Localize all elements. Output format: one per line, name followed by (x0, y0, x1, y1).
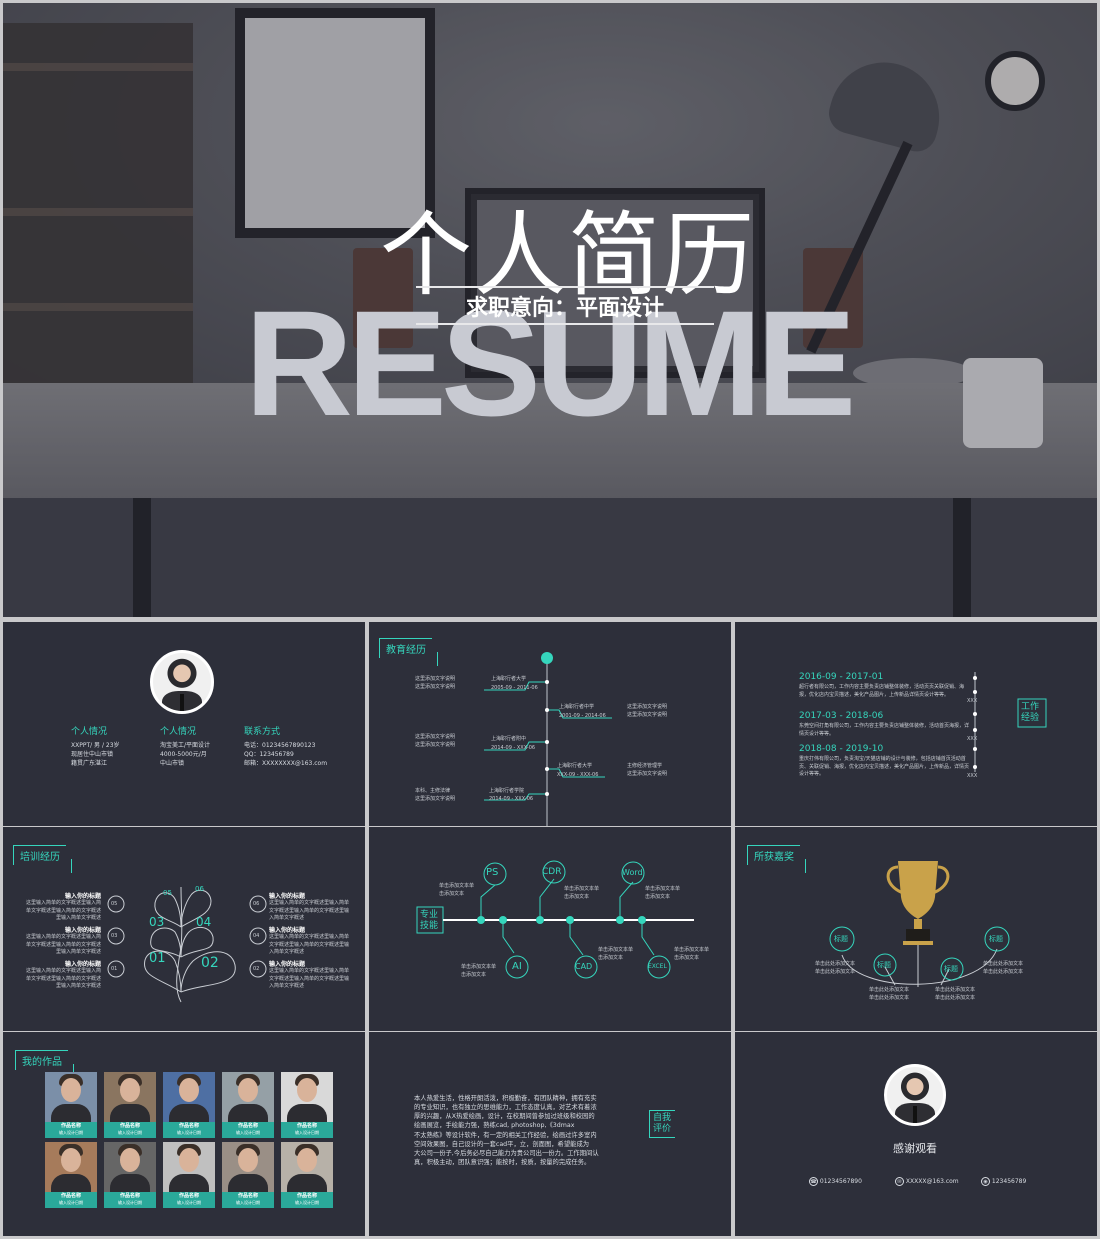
evaluation-line: 绘画展览，手绘能力强，熟练cad, photoshop,《3dmax (414, 1122, 575, 1130)
divider (416, 323, 714, 325)
evaluation-line: 本人热爱生活，性格开朗活泼，积极勤奋，有团队精神，拥有充实 (414, 1095, 597, 1102)
evaluation-line: 厚的兴趣，从X热爱绘画，设计，在校期间曾参加过班级和校园的 (414, 1113, 595, 1121)
evaluation-line: 大公司一份子,今后务必尽自己能力为贵公司出一份力。工作期间认 (414, 1149, 599, 1157)
section-tag: 我的作品 (15, 1050, 74, 1078)
slide-education: 教育经历 上海职行者大学 2005-09 - 2011-06 这里添加文字说明 … (369, 622, 731, 826)
slide-training: 培训经历 05 06 03 04 01 02 05 03 01 06 04 02… (3, 827, 365, 1031)
divider (416, 286, 714, 288)
slide-skills: 专业 技能 PS CDR Word AI CAD EXCEL 单击添加文本单击添… (369, 827, 731, 1031)
work-caption: 作品名称输入设计日期 (281, 1122, 333, 1138)
work-caption: 作品名称输入设计日期 (222, 1122, 274, 1138)
work-entry: 2016-09 - 2017-01 超行者有限公司，工作内容主要负责店铺整体装修… (799, 672, 965, 698)
wall-frame (235, 8, 435, 238)
work-thumbnail[interactable] (45, 1142, 97, 1192)
qq-icon: ◉ (981, 1177, 990, 1186)
training-item: 输入你的标题 这里输入简单的文字概述里输入简单文字概述里输入简单的文字概述里输入… (269, 961, 350, 989)
slide-work-experience: 2016-09 - 2017-01 超行者有限公司，工作内容主要负责店铺整体装修… (735, 622, 1097, 826)
evaluation-line: 的专业知识，也有独立的思维能力，工作态度认真，对艺术有着浓 (414, 1104, 597, 1112)
thanks-text: 感谢观看 (893, 1142, 937, 1155)
evaluation-line: 不太熟练》等设计软件，有一定的相关工作经验，绘画过许多室内 (414, 1131, 597, 1139)
section-tag: 自我 评价 (653, 1113, 672, 1134)
work-thumbnail[interactable] (222, 1072, 274, 1122)
work-thumbnail[interactable] (281, 1142, 333, 1192)
slide-awards: 所获嘉奖 标题 标题 标题 标题 单击此处添加文本单击此处添加文本 单击此处添加… (735, 827, 1097, 1031)
job-objective: 求职意向：平面设计 (465, 296, 664, 321)
contact-phone: ☎ 01234567890 (809, 1177, 862, 1186)
section-tag: 专业 技能 (420, 910, 439, 931)
info-column: 个人情况 XXPPT/ 男 / 23岁 现居住中山市镇 籍贯广东湛江 (71, 727, 120, 767)
slide-self-evaluation: 本人热爱生活，性格开朗活泼，积极勤奋，有团队精神，拥有充实的专业知识，也有独立的… (369, 1032, 731, 1236)
avatar (884, 1064, 946, 1126)
monitor (465, 188, 765, 378)
work-caption: 作品名称输入设计日期 (104, 1192, 156, 1208)
desk-surface (3, 383, 1097, 498)
training-item: 输入你的标题 这里输入简单的文字概述里输入简单文字概述里输入简单的文字概述里输入… (25, 961, 101, 989)
skills-graphic (416, 860, 694, 979)
slide-thanks: 感谢观看 ☎ 01234567890 ✉ XXXXX@163.com ◉ 123… (735, 1032, 1097, 1236)
self-evaluation-text: 本人热爱生活，性格开朗活泼，积极勤奋，有团队精神，拥有充实的专业知识，也有独立的… (414, 1094, 644, 1167)
mug (963, 358, 1043, 448)
slide-works: 我的作品 作品名称输入设计日期作品名称输入设计日期作品名称输入设计日期作品名称输… (3, 1032, 365, 1236)
work-caption: 作品名称输入设计日期 (163, 1122, 215, 1138)
wooden-shelf (3, 23, 193, 413)
work-thumbnail[interactable] (222, 1142, 274, 1192)
evaluation-line: 空间效果图，自己设计的一套cad平，立，剖面图，希望能成为 (414, 1140, 590, 1148)
work-entry: 2018-08 - 2019-10 重庆打伟有限公司，负责淘宝/天猫店铺的设计与… (799, 744, 970, 777)
work-caption: 作品名称输入设计日期 (104, 1122, 156, 1138)
leaf-tree-graphic (107, 886, 267, 1003)
training-item: 输入你的标题 这里输入简单的文字概述里输入简单文字概述里输入简单的文字概述里输入… (25, 893, 101, 921)
training-item: 输入你的标题 这里输入简单的文字概述里输入简单文字概述里输入简单的文字概述里输入… (269, 927, 350, 955)
avatar (150, 650, 214, 714)
training-item: 输入你的标题 这里输入简单的文字概述里输入简单文字概述里输入简单的文字概述里输入… (25, 927, 101, 955)
evaluation-line: 真，积极主动，团队意识强；能按时，按质，按量的完成任务。 (414, 1158, 591, 1166)
work-thumbnail[interactable] (281, 1072, 333, 1122)
info-column: 个人情况 淘宝美工/平面设计 4000-5000元/月 中山市镇 (160, 727, 211, 767)
section-tag: 工作 经验 (1021, 702, 1040, 723)
title-english: RESUME (244, 279, 857, 447)
work-caption: 作品名称输入设计日期 (45, 1192, 97, 1208)
work-thumbnail[interactable] (104, 1072, 156, 1122)
work-thumbnail[interactable] (163, 1072, 215, 1122)
work-thumbnail[interactable] (104, 1142, 156, 1192)
work-caption: 作品名称输入设计日期 (281, 1192, 333, 1208)
work-caption: 作品名称输入设计日期 (222, 1192, 274, 1208)
contact-column: 联系方式 电话：01234567890123 QQ：123456789 邮箱：X… (244, 727, 328, 767)
section-tag: 所获嘉奖 (747, 845, 806, 873)
trophy-graphic (829, 861, 1010, 987)
timeline-graphic (484, 652, 612, 826)
section-tag: 教育经历 (379, 638, 438, 666)
contact-email: ✉ XXXXX@163.com (895, 1177, 959, 1186)
training-item: 输入你的标题 这里输入简单的文字概述里输入简单文字概述里输入简单的文字概述里输入… (269, 893, 350, 921)
section-tag: 培训经历 (13, 845, 72, 873)
work-entry: 2017-03 - 2018-06 东莞空间打角有限公司，工作内容主要负责店铺整… (799, 711, 970, 737)
work-caption: 作品名称输入设计日期 (45, 1122, 97, 1138)
speaker-left (353, 248, 413, 348)
work-thumbnail[interactable] (45, 1072, 97, 1122)
mail-icon: ✉ (895, 1177, 904, 1186)
contact-qq: ◉ 123456789 (981, 1177, 1026, 1186)
phone-icon: ☎ (809, 1177, 818, 1186)
slide-personal-info: 个人情况 XXPPT/ 男 / 23岁 现居住中山市镇 籍贯广东湛江 个人情况 … (3, 622, 365, 826)
work-thumbnail[interactable] (163, 1142, 215, 1192)
cover-slide: RESUME 个人简历 求职意向：平面设计 (3, 3, 1097, 617)
work-caption: 作品名称输入设计日期 (163, 1192, 215, 1208)
work-timeline (973, 672, 1047, 772)
title-chinese: 个人简历 (379, 202, 756, 309)
alarm-clock-icon (985, 51, 1045, 111)
